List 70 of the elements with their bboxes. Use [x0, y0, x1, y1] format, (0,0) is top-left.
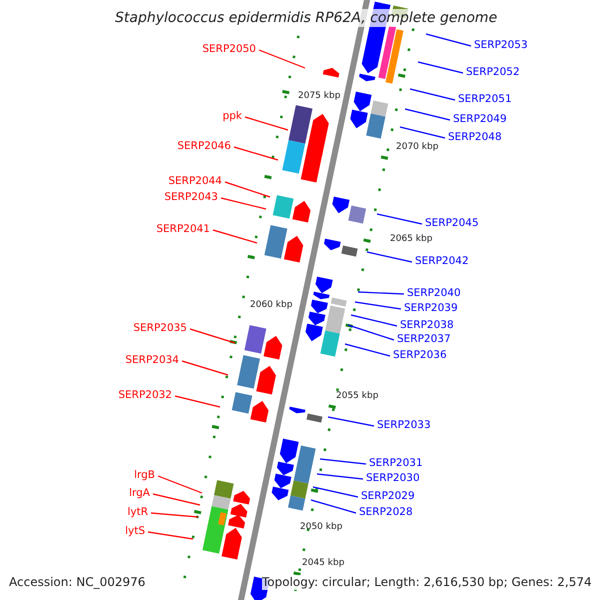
- leader-line: [358, 291, 404, 295]
- gene-label: SERP2032: [118, 389, 172, 402]
- position-label: 2050 kbp: [300, 521, 342, 534]
- gene-label: SERP2046: [177, 140, 231, 153]
- gene-label: lytR: [127, 506, 148, 519]
- accession-label: Accession: NC_002976: [9, 575, 146, 590]
- leader-line: [404, 108, 450, 121]
- position-label: 2060 kbp: [250, 299, 292, 312]
- leader-line: [234, 146, 278, 161]
- gene-label: SERP2029: [361, 490, 415, 503]
- leader-line: [190, 328, 236, 344]
- gene-label: SERP2050: [202, 43, 256, 56]
- gene-label: SERP2051: [458, 93, 512, 106]
- gene-label: SERP2053: [474, 39, 528, 52]
- gene-label: SERP2035: [133, 322, 187, 335]
- leader-line: [150, 512, 198, 518]
- gene-label: SERP2052: [466, 66, 520, 79]
- position-label: 2065 kbp: [390, 233, 432, 246]
- gene-label: lrgA: [129, 487, 150, 500]
- leader-line: [212, 229, 258, 244]
- leader-line: [320, 458, 366, 465]
- position-label: 2075 kbp: [298, 90, 340, 103]
- leader-line: [182, 360, 228, 376]
- gene-label: ppk: [222, 110, 242, 123]
- leader-line: [152, 493, 200, 506]
- leader-line: [418, 61, 464, 74]
- gene-label: lytS: [125, 525, 145, 538]
- gene-label: SERP2042: [415, 255, 469, 268]
- gene-label: SERP2041: [156, 223, 210, 236]
- gene-label: SERP2036: [393, 349, 447, 362]
- title: Staphylococcus epidermidis RP62A, complete genome: [115, 9, 498, 27]
- leader-line: [158, 475, 202, 494]
- leader-line: [244, 116, 288, 131]
- leader-line: [376, 213, 422, 225]
- gene-label: SERP2037: [397, 333, 451, 346]
- leader-line: [348, 324, 394, 341]
- gene-label: SERP2038: [400, 319, 454, 332]
- gene-label: SERP2031: [369, 457, 423, 470]
- leader-line: [312, 486, 358, 498]
- leader-line: [354, 301, 402, 310]
- gene-label: SERP2044: [168, 175, 222, 188]
- gene-label: SERP2040: [407, 287, 461, 300]
- position-label: 2055 kbp: [336, 390, 378, 403]
- leader-line: [344, 343, 390, 357]
- leader-line: [224, 181, 270, 198]
- leader-line: [258, 49, 306, 69]
- gene-label: SERP2049: [453, 113, 507, 126]
- gene-label: SERP2045: [425, 217, 479, 230]
- position-label: 2070 kbp: [396, 141, 438, 154]
- gene-label: SERP2028: [359, 506, 413, 519]
- leader-line: [350, 314, 398, 327]
- leader-line: [174, 395, 220, 408]
- leader-line: [426, 33, 472, 47]
- leader-line: [400, 126, 446, 139]
- leader-line: [366, 251, 412, 263]
- leader-line: [410, 88, 456, 101]
- gene-label: lrgB: [134, 469, 155, 482]
- position-label: 2045 kbp: [302, 557, 344, 570]
- gene-label: SERP2033: [377, 419, 431, 432]
- leader-line: [310, 499, 356, 514]
- leader-line: [148, 531, 194, 540]
- gene-label: SERP2043: [164, 191, 218, 204]
- gene-label: SERP2034: [125, 354, 179, 367]
- gene-label: SERP2039: [404, 302, 458, 315]
- leader-line: [328, 416, 374, 427]
- leader-line: [220, 197, 266, 210]
- gene-label: SERP2030: [366, 472, 420, 485]
- genome-info-label: Topology: circular; Length: 2,616,530 bp; Genes: 2,574: [262, 575, 592, 590]
- leader-line: [316, 473, 364, 480]
- gene-label: SERP2048: [448, 131, 502, 144]
